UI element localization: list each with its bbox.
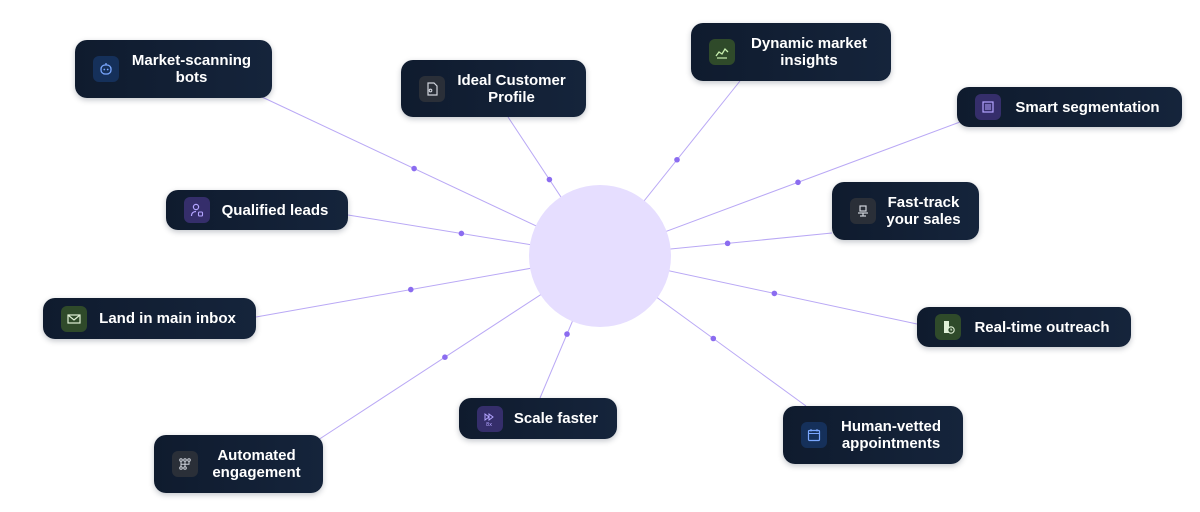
node-automated-engagement[interactable]: Automated engagement [154, 435, 323, 493]
mail-icon [61, 305, 87, 332]
node-label: Land in main inbox [99, 310, 236, 327]
connector-dot [411, 165, 417, 172]
node-label: Dynamic market insights [751, 35, 867, 69]
node-label: Scale faster [513, 410, 599, 427]
node-label: Qualified leads [221, 201, 329, 219]
node-smart-segmentation[interactable]: Smart segmentation [957, 87, 1182, 127]
connector-dot [546, 176, 553, 183]
node-ideal-customer-profile[interactable]: Ideal Customer Profile [401, 60, 586, 117]
user-badge-icon [184, 197, 210, 223]
fast-forward-8x-icon: 8x [477, 405, 503, 432]
node-qualified-leads[interactable]: Qualified leads [166, 190, 348, 230]
connector-dot [442, 354, 448, 361]
node-fast-track-sales[interactable]: Fast-track your sales [832, 182, 979, 240]
svg-text:8x: 8x [486, 422, 492, 427]
connector-dot [408, 286, 414, 293]
workflow-icon [172, 451, 198, 477]
node-label: Human-vetted appointments [840, 418, 941, 452]
node-real-time-outreach[interactable]: Real-time outreach [917, 307, 1131, 347]
node-scale-faster[interactable]: 8x Scale faster [459, 398, 617, 439]
bot-icon [93, 56, 119, 82]
node-label: Ideal Customer Profile [457, 71, 566, 106]
node-land-in-main-inbox[interactable]: Land in main inbox [43, 298, 256, 339]
connector-dot [795, 179, 801, 186]
connector-dot [724, 240, 731, 247]
node-human-vetted-appointments[interactable]: Human-vetted appointments [783, 406, 963, 464]
segment-grid-icon [975, 94, 1001, 120]
connector-dot [710, 335, 717, 342]
calendar-icon [801, 422, 827, 448]
connector-dot [458, 230, 465, 237]
node-dynamic-market-insights[interactable]: Dynamic market insights [691, 23, 891, 81]
node-market-scanning-bots[interactable]: Market-scanning bots [75, 40, 272, 98]
central-hub [529, 185, 671, 327]
node-label: Market-scanning bots [131, 52, 252, 86]
document-icon [419, 75, 445, 102]
node-label: Fast-track your sales [886, 194, 961, 228]
clock-tag-icon [935, 314, 961, 340]
node-label: Real-time outreach [974, 318, 1110, 336]
stamp-icon [850, 198, 876, 224]
connector-dot [771, 290, 778, 297]
connector-dot [564, 331, 570, 337]
node-label: Automated engagement [212, 447, 301, 481]
node-label: Smart segmentation [1015, 98, 1160, 116]
connector-dot [674, 156, 680, 163]
trend-chart-icon [709, 39, 735, 65]
